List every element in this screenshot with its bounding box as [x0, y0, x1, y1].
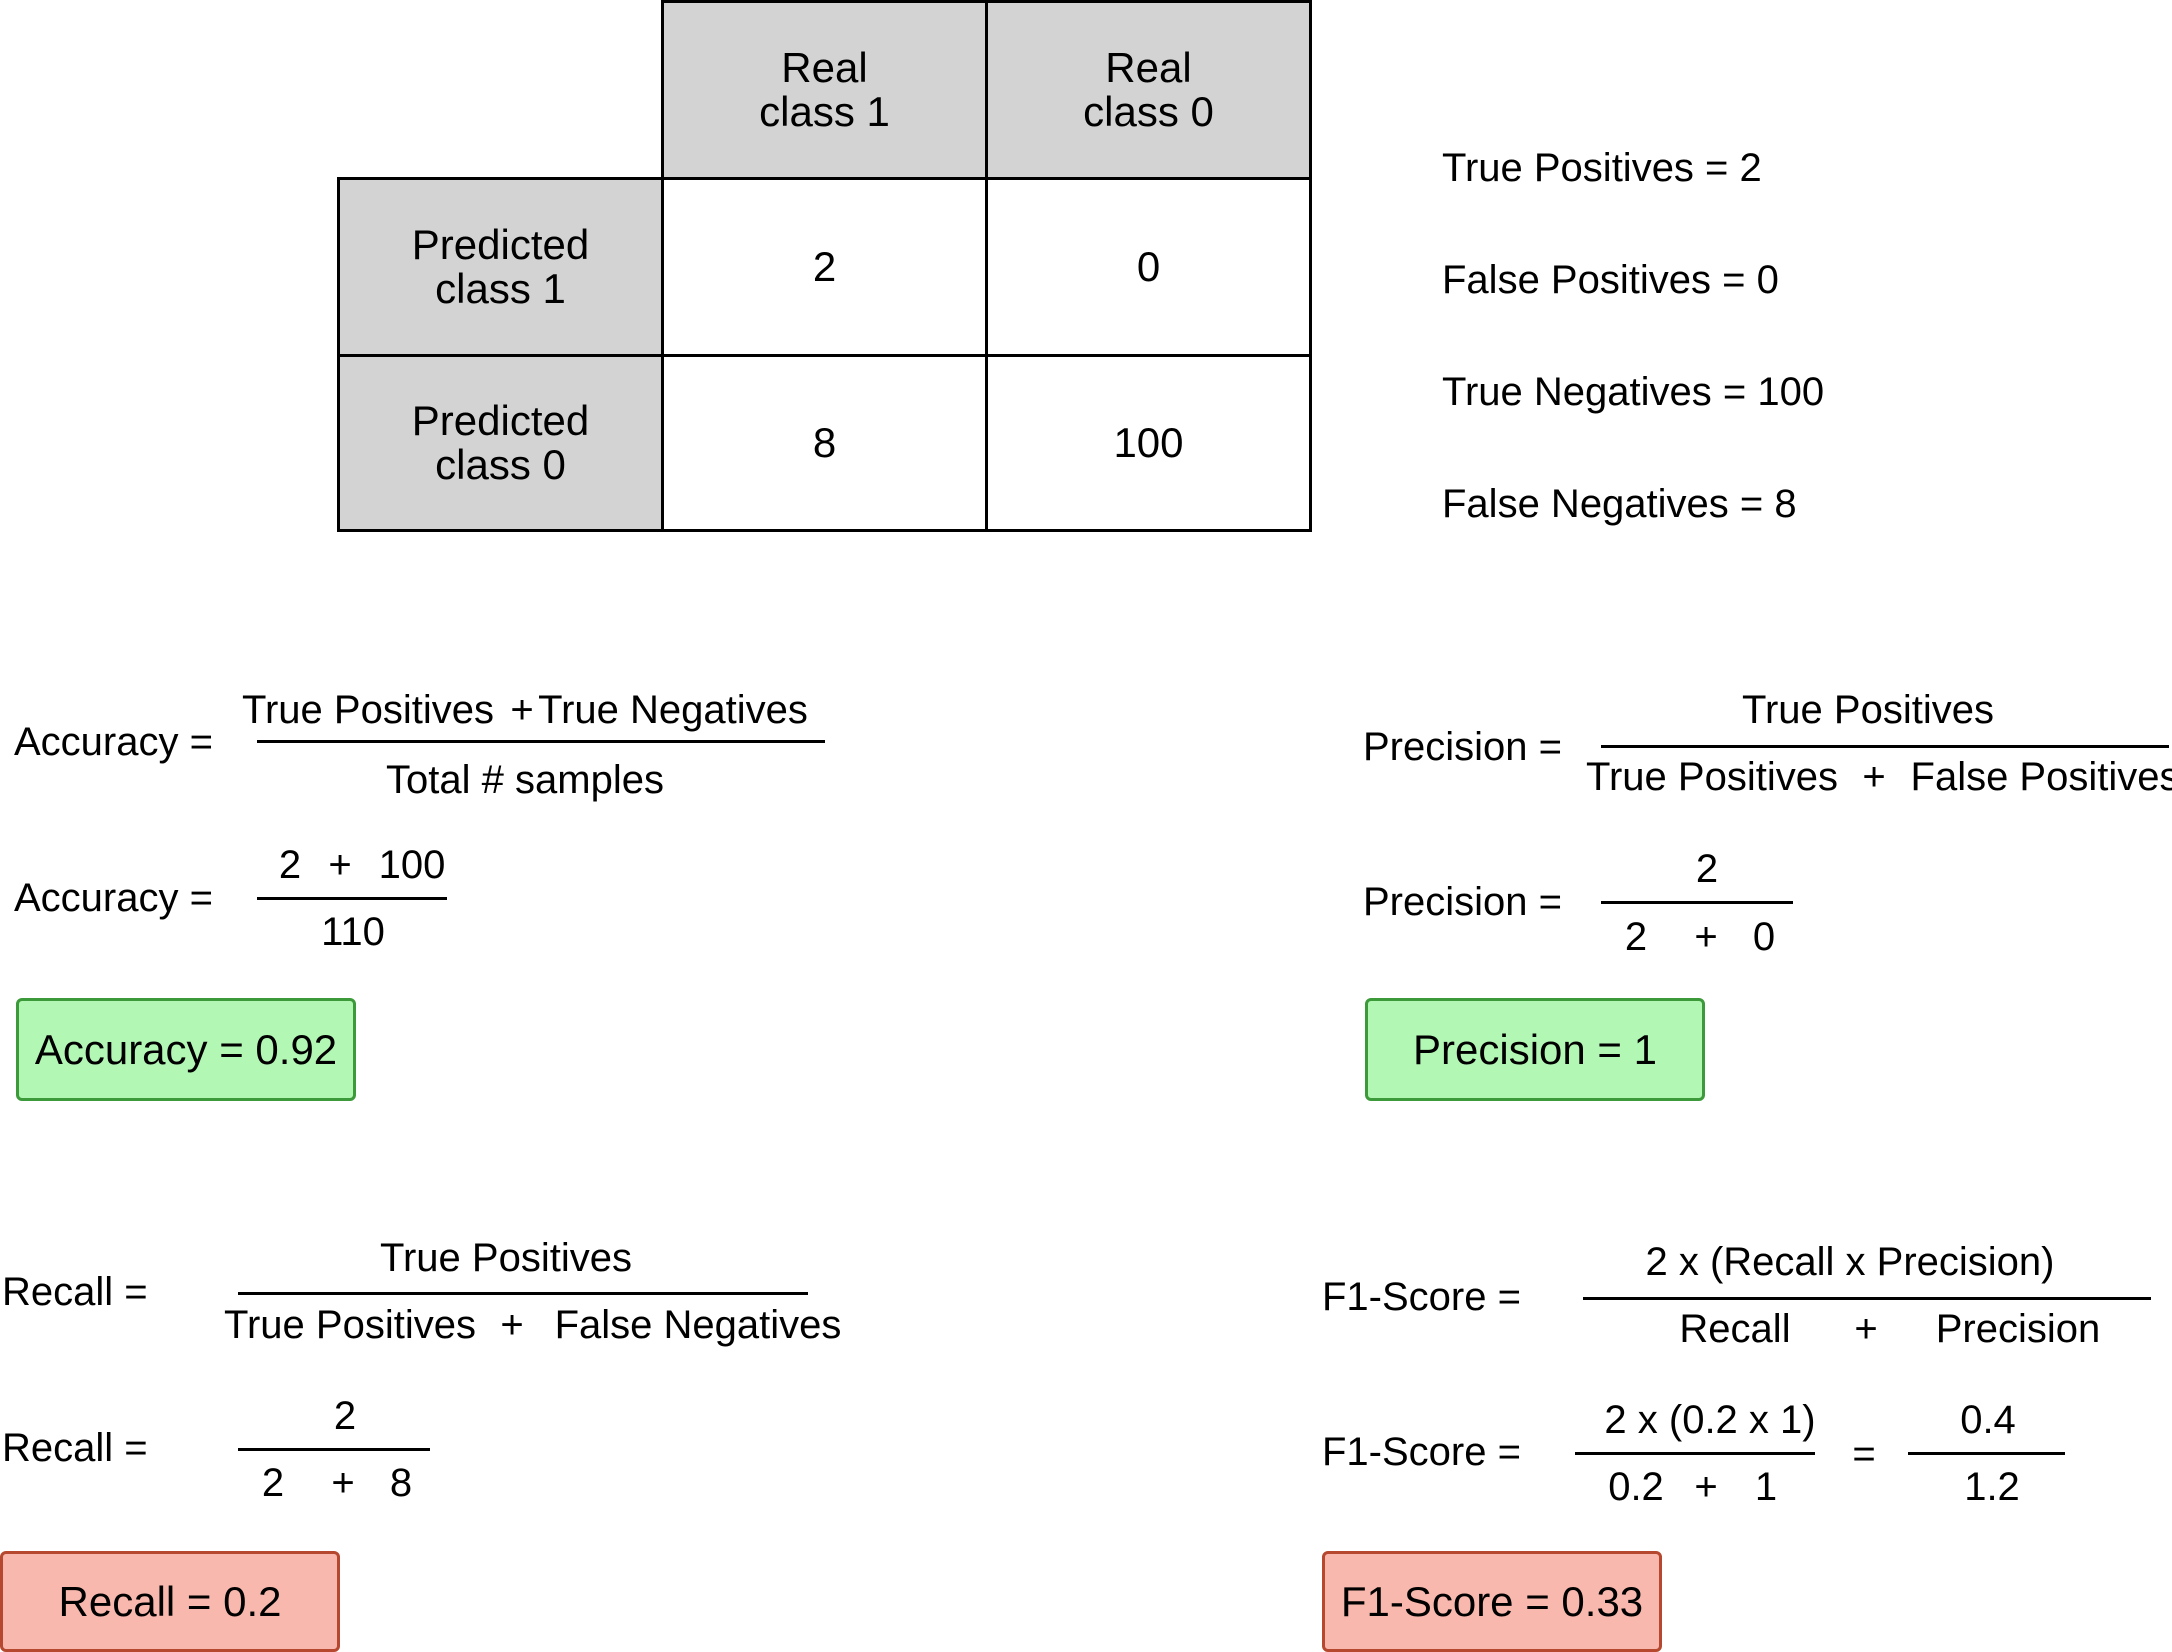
recall-den2-plus: +	[331, 1461, 355, 1505]
accuracy-num-term-2: True Negatives	[538, 688, 808, 732]
column-header-real-class-1: Real class 1	[661, 0, 988, 180]
f1-fraction-bar-3	[1908, 1452, 2065, 1455]
recall-den2-b: 8	[389, 1461, 413, 1505]
precision-fraction-bar	[1601, 745, 2169, 748]
f1-den2-a: 0.2	[1608, 1465, 1664, 1509]
precision-label: Precision =	[1363, 725, 1562, 769]
cell-tn: 100	[985, 354, 1312, 532]
recall-numerator-2: 2	[333, 1394, 357, 1438]
cell-tp: 2	[661, 177, 988, 357]
accuracy-num2-plus: +	[328, 843, 352, 887]
recall-den-term-1: True Positives	[224, 1303, 476, 1347]
precision-numerator: True Positives	[1742, 688, 1994, 732]
precision-numerator-2: 2	[1695, 847, 1719, 891]
precision-den-term-2: False Positives	[1910, 755, 2172, 799]
f1-numerator-2: 2 x (0.2 x 1)	[1604, 1398, 1816, 1442]
stat-true-positives: True Positives = 2	[1442, 146, 1762, 190]
f1-numerator-3: 0.4	[1960, 1398, 2016, 1442]
accuracy-label: Accuracy =	[14, 720, 213, 764]
f1-numerator: 2 x (Recall x Precision)	[1645, 1240, 2055, 1284]
accuracy-result-box: Accuracy = 0.92	[16, 998, 356, 1101]
recall-den-term-2: False Negatives	[554, 1303, 842, 1347]
row-header-predicted-class-0: Predicted class 0	[337, 354, 664, 532]
accuracy-num2-a: 2	[278, 843, 302, 887]
precision-den-term-1: True Positives	[1586, 755, 1838, 799]
accuracy-num2-b: 100	[378, 843, 446, 887]
recall-den2-a: 2	[261, 1461, 285, 1505]
precision-den2-plus: +	[1694, 915, 1718, 959]
recall-fraction-bar	[238, 1292, 808, 1295]
accuracy-fraction-bar	[257, 740, 825, 743]
precision-den-plus: +	[1862, 755, 1886, 799]
f1-equals-sign: =	[1852, 1432, 1876, 1476]
accuracy-denominator: Total # samples	[386, 758, 664, 802]
precision-result-box: Precision = 1	[1365, 998, 1705, 1101]
accuracy-num-term-1: True Positives	[242, 688, 494, 732]
accuracy-result-text: Accuracy = 0.92	[34, 1025, 338, 1073]
precision-den2-b: 0	[1752, 915, 1776, 959]
f1-den2-b: 1	[1754, 1465, 1778, 1509]
f1-den2-plus: +	[1694, 1465, 1718, 1509]
f1-den-term-1: Recall	[1679, 1307, 1791, 1351]
precision-result-text: Precision = 1	[1413, 1025, 1657, 1073]
recall-result-box: Recall = 0.2	[0, 1551, 340, 1652]
recall-label-2: Recall =	[2, 1426, 148, 1470]
precision-fraction-bar-2	[1601, 901, 1793, 904]
f1-denominator-3: 1.2	[1964, 1465, 2020, 1509]
recall-result-text: Recall = 0.2	[58, 1577, 282, 1625]
f1-label-2: F1-Score =	[1322, 1430, 1521, 1474]
precision-den2-a: 2	[1624, 915, 1648, 959]
accuracy-label-2: Accuracy =	[14, 876, 213, 920]
f1-result-box: F1-Score = 0.33	[1322, 1551, 1662, 1652]
recall-fraction-bar-2	[238, 1448, 430, 1451]
precision-label-2: Precision =	[1363, 880, 1562, 924]
stat-true-negatives: True Negatives = 100	[1442, 370, 1825, 414]
row-header-predicted-class-1: Predicted class 1	[337, 177, 664, 357]
f1-label: F1-Score =	[1322, 1275, 1521, 1319]
stat-false-negatives: False Negatives = 8	[1442, 482, 1797, 526]
f1-den-term-2: Precision	[1935, 1307, 2101, 1351]
recall-numerator: True Positives	[380, 1236, 632, 1280]
accuracy-denominator-2: 110	[321, 910, 385, 954]
f1-den-plus: +	[1854, 1307, 1878, 1351]
column-header-real-class-0: Real class 0	[985, 0, 1312, 180]
f1-fraction-bar	[1583, 1297, 2151, 1300]
stat-false-positives: False Positives = 0	[1442, 258, 1779, 302]
cell-fp: 0	[985, 177, 1312, 357]
recall-den-plus: +	[500, 1303, 524, 1347]
recall-label: Recall =	[2, 1270, 148, 1314]
cell-fn: 8	[661, 354, 988, 532]
accuracy-num-plus: +	[510, 688, 534, 732]
f1-fraction-bar-2	[1575, 1452, 1815, 1455]
f1-result-text: F1-Score = 0.33	[1340, 1577, 1644, 1625]
accuracy-fraction-bar-2	[257, 897, 447, 900]
